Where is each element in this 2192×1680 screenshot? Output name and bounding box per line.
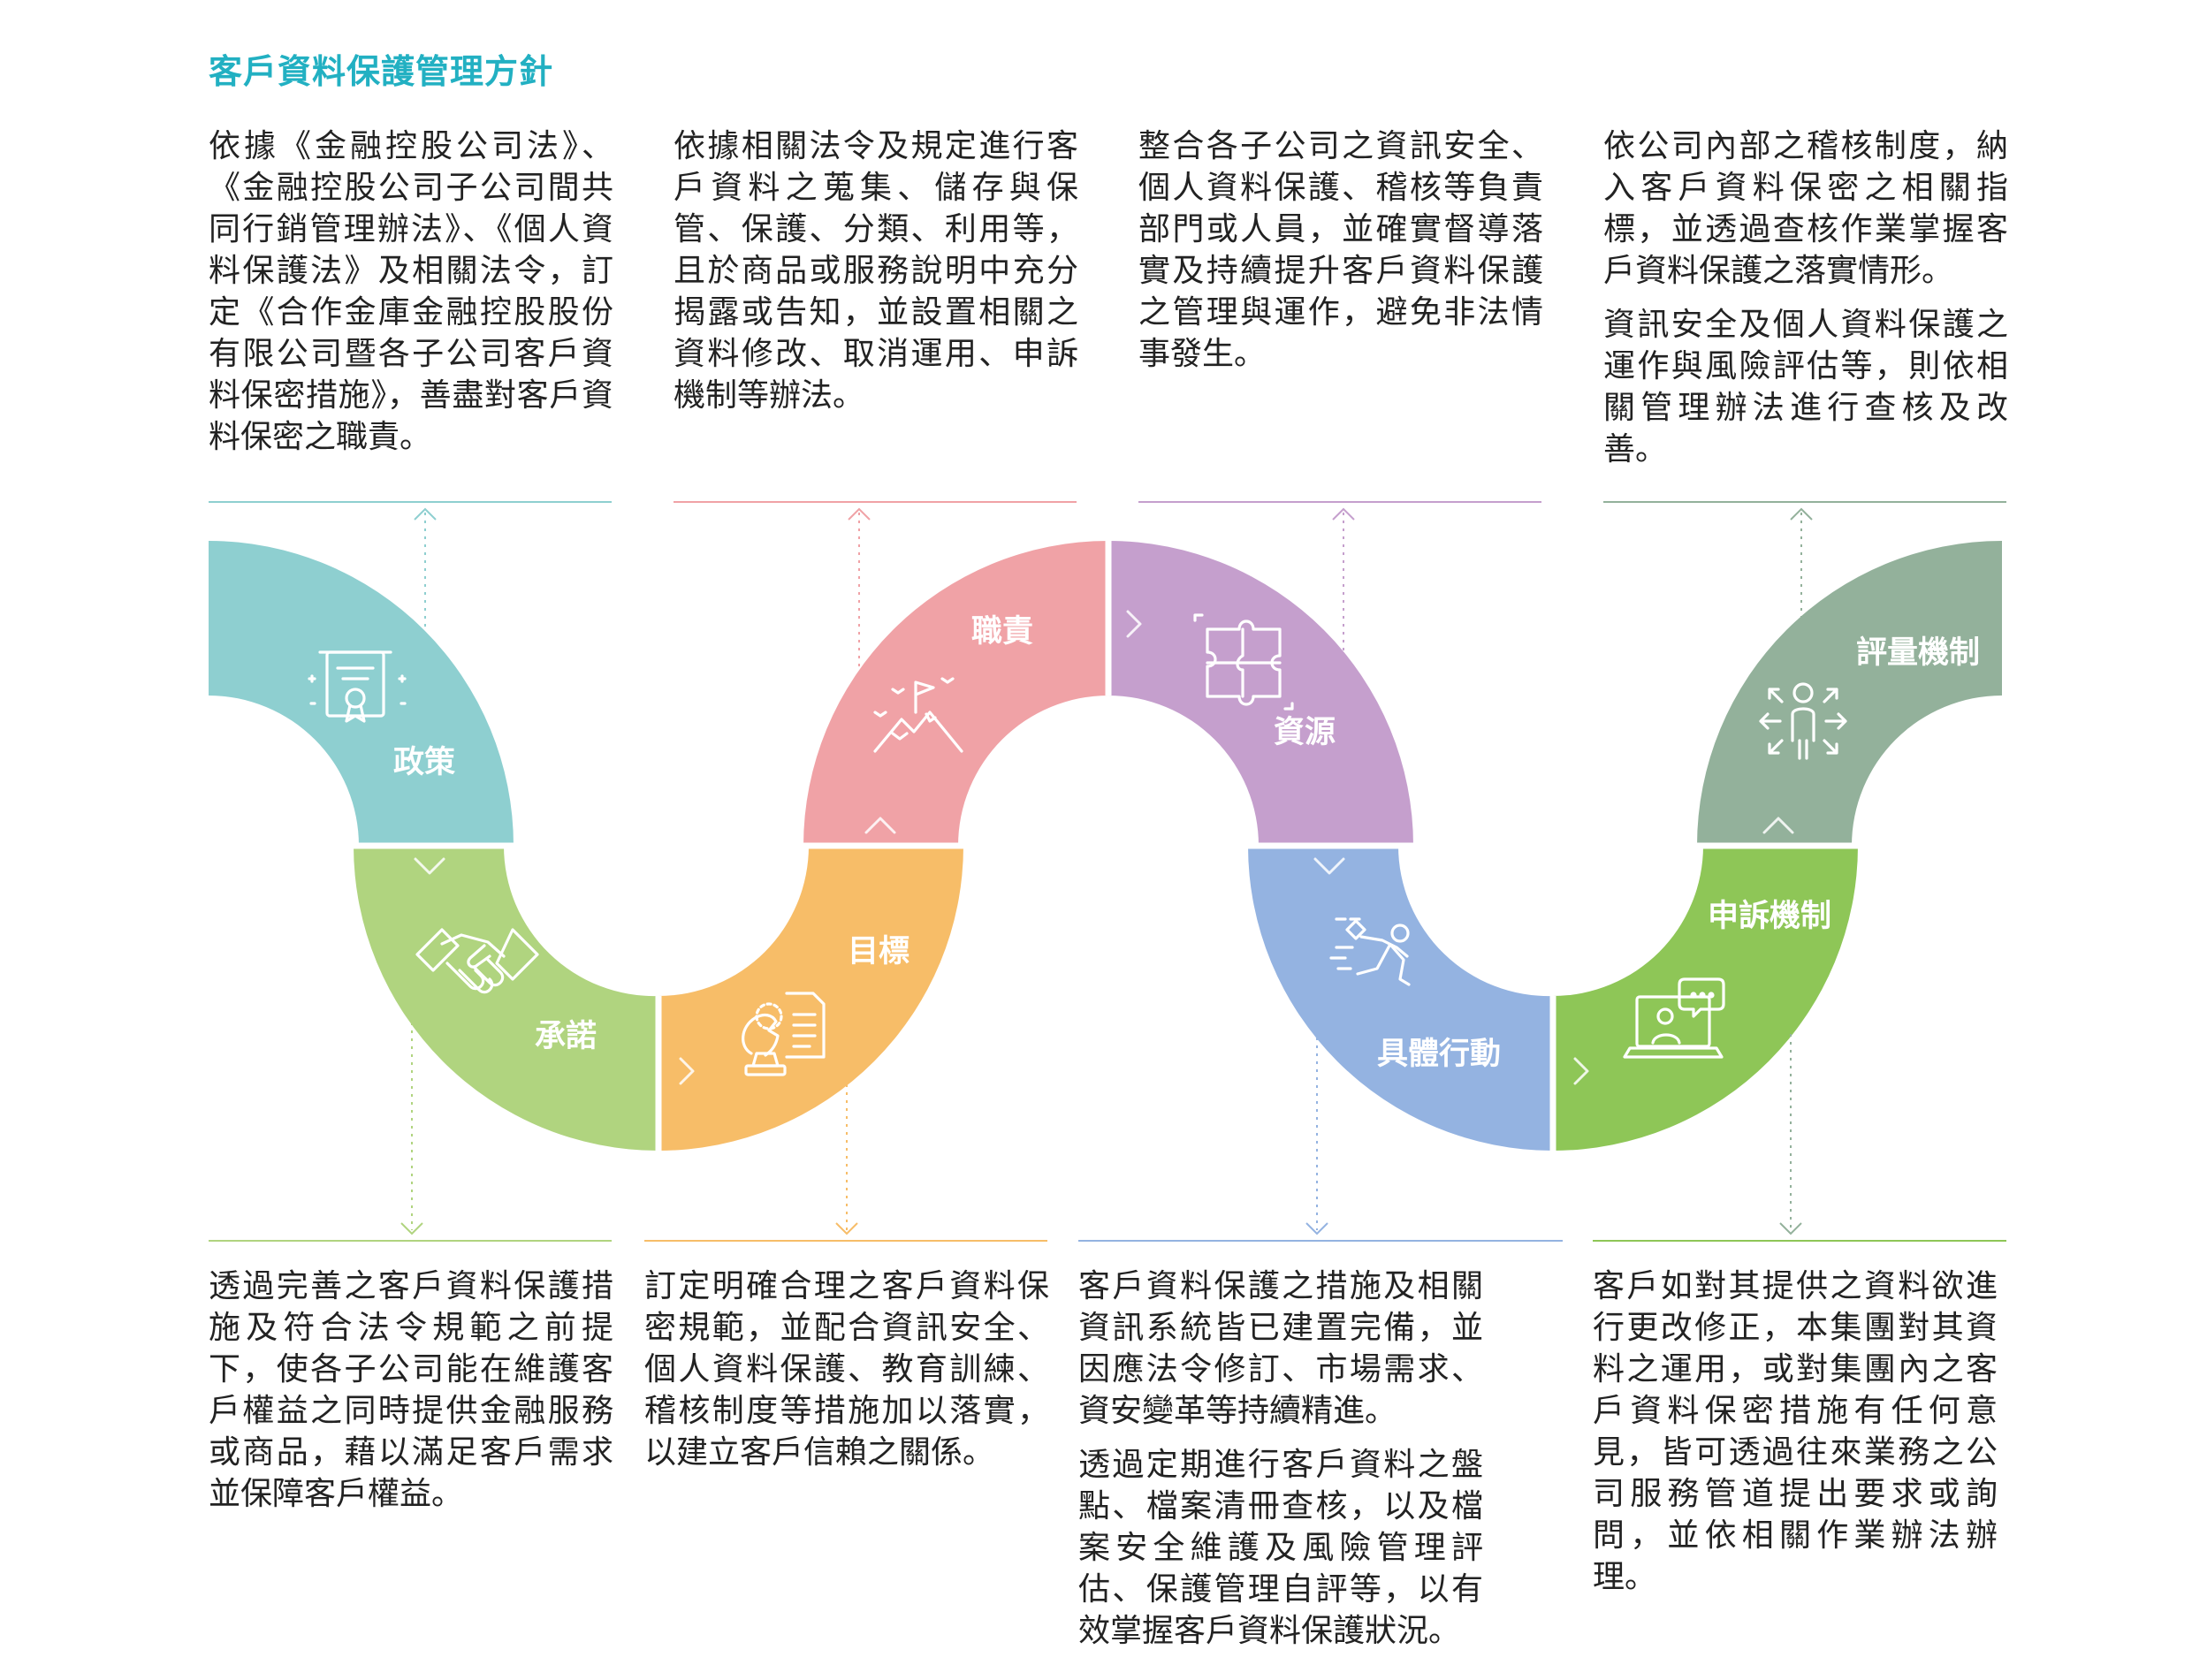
- segment-label-duty: 職責: [971, 614, 1033, 650]
- chess-target-icon: [742, 992, 826, 1076]
- segment-label-commitment: 承諾: [535, 1019, 597, 1054]
- video-chat-icon: [1623, 977, 1725, 1059]
- arrow-down-icon: [1779, 1222, 1802, 1235]
- paragraph: 客戶資料保護之措施及相關資訊系統皆已建置完備，並因應法令修訂、市場需求、資安變革…: [1078, 1268, 1483, 1429]
- chevron-up-icon: [1762, 817, 1794, 834]
- bottom-text-action: 客戶資料保護之措施及相關資訊系統皆已建置完備，並因應法令修訂、市場需求、資安變革…: [1078, 1266, 1483, 1664]
- segment-action: [1248, 846, 1553, 1151]
- chevron-right-icon: [679, 1057, 695, 1085]
- paragraph: 依公司內部之稽核制度，納入客戶資料保密之相關指標，並透過查核作業掌握客戶資料保護…: [1603, 128, 2008, 289]
- handshake-icon: [415, 928, 539, 994]
- arrow-down-icon: [1305, 1222, 1328, 1235]
- certificate-icon: [308, 650, 407, 723]
- top-text-evaluation: 依公司內部之稽核制度，納入客戶資料保密之相關指標，並透過查核作業掌握客戶資料保護…: [1603, 125, 2008, 483]
- bottom-text-commitment: 透過完善之客戶資料保護措施及符合法令規範之前提下，使各子公司能在維護客戶權益之同…: [209, 1266, 613, 1527]
- paragraph: 透過定期進行客戶資料之盤點、檔案清冊查核，以及檔案安全維護及風險管理評估、保護管…: [1078, 1447, 1483, 1649]
- arrow-down-icon: [400, 1222, 423, 1235]
- mountain-flag-icon: [873, 677, 963, 753]
- chevron-up-icon: [864, 817, 896, 834]
- segment-label-resource: 資源: [1274, 715, 1336, 750]
- top-text-resource: 整合各子公司之資訊安全、個人資料保護、稽核等負責部門或人員，並確實督導落實及持續…: [1138, 125, 1543, 387]
- segment-evaluation: [1697, 541, 2002, 846]
- segment-label-action: 具體行動: [1377, 1037, 1501, 1072]
- segment-label-evaluation: 評量機制: [1856, 635, 1980, 671]
- arrow-up-icon: [414, 507, 437, 521]
- segment-duty: [803, 541, 1108, 846]
- chevron-right-icon: [1573, 1057, 1589, 1085]
- bottom-text-goal: 訂定明確合理之客戶資料保密規範，並配合資訊安全、個人資料保護、教育訓練、稽核制度…: [644, 1266, 1049, 1486]
- running-person-icon: [1329, 917, 1411, 986]
- paragraph: 透過完善之客戶資料保護措施及符合法令規範之前提下，使各子公司能在維護客戶權益之同…: [209, 1268, 613, 1512]
- segment-resource: [1108, 541, 1413, 846]
- arrow-down-icon: [835, 1222, 858, 1235]
- arrow-up-icon: [1332, 507, 1355, 521]
- chevron-down-icon: [414, 857, 445, 875]
- paragraph: 資訊安全及個人資料保護之運作與風險評估等，則依相關管理辦法進行查核及改善。: [1603, 307, 2008, 468]
- chevron-right-icon: [1126, 610, 1142, 638]
- page-title: 客戶資料保護管理方針: [209, 52, 554, 91]
- puzzle-icon: [1193, 613, 1294, 711]
- segment-label-appeal: 申訴機制: [1708, 899, 1831, 934]
- top-text-duty: 依據相關法令及規定進行客戶資料之蒐集、儲存與保管、保護、分類、利用等，且於商品或…: [674, 125, 1078, 429]
- paragraph: 客戶如對其提供之資料欲進行更改修正，本集團對其資料之運用，或對集團內之客戶資料保…: [1593, 1268, 1998, 1595]
- paragraph: 整合各子公司之資訊安全、個人資料保護、稽核等負責部門或人員，並確實督導落實及持續…: [1138, 128, 1543, 372]
- paragraph: 依據《金融控股公司法》、《金融控股公司子公司間共同行銷管理辦法》、《個人資料保護…: [209, 128, 613, 455]
- bottom-text-appeal: 客戶如對其提供之資料欲進行更改修正，本集團對其資料之運用，或對集團內之客戶資料保…: [1593, 1266, 1998, 1610]
- arrow-up-icon: [1790, 507, 1813, 521]
- chevron-down-icon: [1313, 857, 1345, 875]
- segment-goal: [658, 846, 963, 1151]
- top-text-policy: 依據《金融控股公司法》、《金融控股公司子公司間共同行銷管理辦法》、《個人資料保護…: [209, 125, 613, 470]
- person-arrows-icon: [1759, 682, 1847, 760]
- segment-commitment: [354, 846, 658, 1151]
- arrow-up-icon: [848, 507, 871, 521]
- paragraph: 依據相關法令及規定進行客戶資料之蒐集、儲存與保管、保護、分類、利用等，且於商品或…: [674, 128, 1078, 414]
- segment-label-policy: 政策: [393, 745, 455, 780]
- segment-label-goal: 目標: [848, 934, 910, 969]
- paragraph: 訂定明確合理之客戶資料保密規範，並配合資訊安全、個人資料保護、教育訓練、稽核制度…: [644, 1268, 1049, 1471]
